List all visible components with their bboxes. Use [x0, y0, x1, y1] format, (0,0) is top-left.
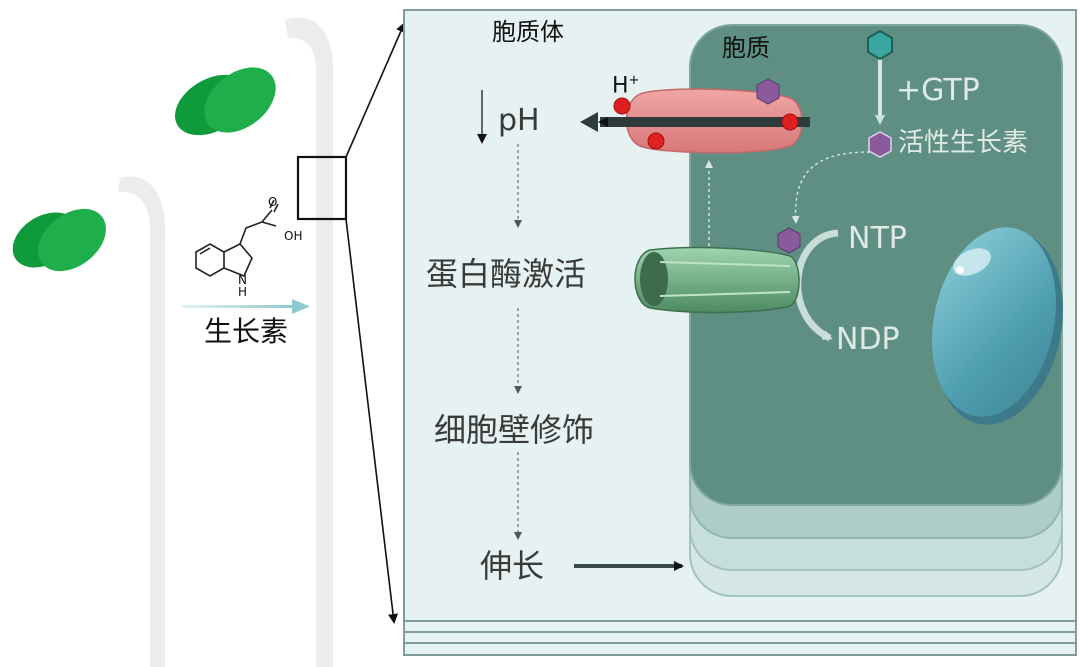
ph-label: pH	[498, 103, 540, 138]
molecule-n-label: N	[238, 273, 247, 287]
seedling-short	[12, 176, 166, 667]
auxin-label: 生长素	[204, 315, 289, 348]
active-auxin-icon	[868, 131, 892, 158]
seedling-tall	[175, 17, 334, 667]
vacuole	[932, 227, 1063, 425]
iaa-molecule-icon	[195, 199, 279, 278]
apoplast-label: 胞质体	[492, 18, 564, 46]
auxin-flow-arrow	[182, 299, 310, 314]
proton-icon	[781, 113, 799, 131]
auxin-on-channel-icon	[777, 227, 801, 254]
cell-wall-modification-label: 细胞壁修饰	[434, 411, 595, 449]
zoom-line-bottom	[345, 218, 399, 624]
auxin-channel	[634, 246, 800, 314]
inactive-auxin-icon	[867, 29, 893, 61]
proton-icon	[647, 132, 665, 150]
molecule-o-label: O	[268, 195, 278, 209]
proton-icon	[613, 97, 631, 115]
zoom-line-top	[345, 22, 406, 158]
cytoplasm-label: 胞质	[722, 34, 770, 62]
auxin-on-pump-icon	[756, 78, 780, 105]
auxin-to-channel-dashed	[791, 151, 871, 224]
proton-label: H+	[612, 73, 640, 99]
molecule-h-label: H	[238, 285, 248, 299]
molecule-oh-label: OH	[284, 229, 303, 243]
elongation-label: 伸长	[480, 547, 545, 585]
ndp-label: NDP	[836, 322, 900, 357]
ntp-label: NTP	[848, 221, 907, 256]
zoom-box	[296, 155, 348, 221]
protein-activation-label: 蛋白酶激活	[426, 255, 587, 293]
active-auxin-label: 活性生长素	[898, 128, 1029, 158]
gtp-label: +GTP	[896, 73, 980, 108]
